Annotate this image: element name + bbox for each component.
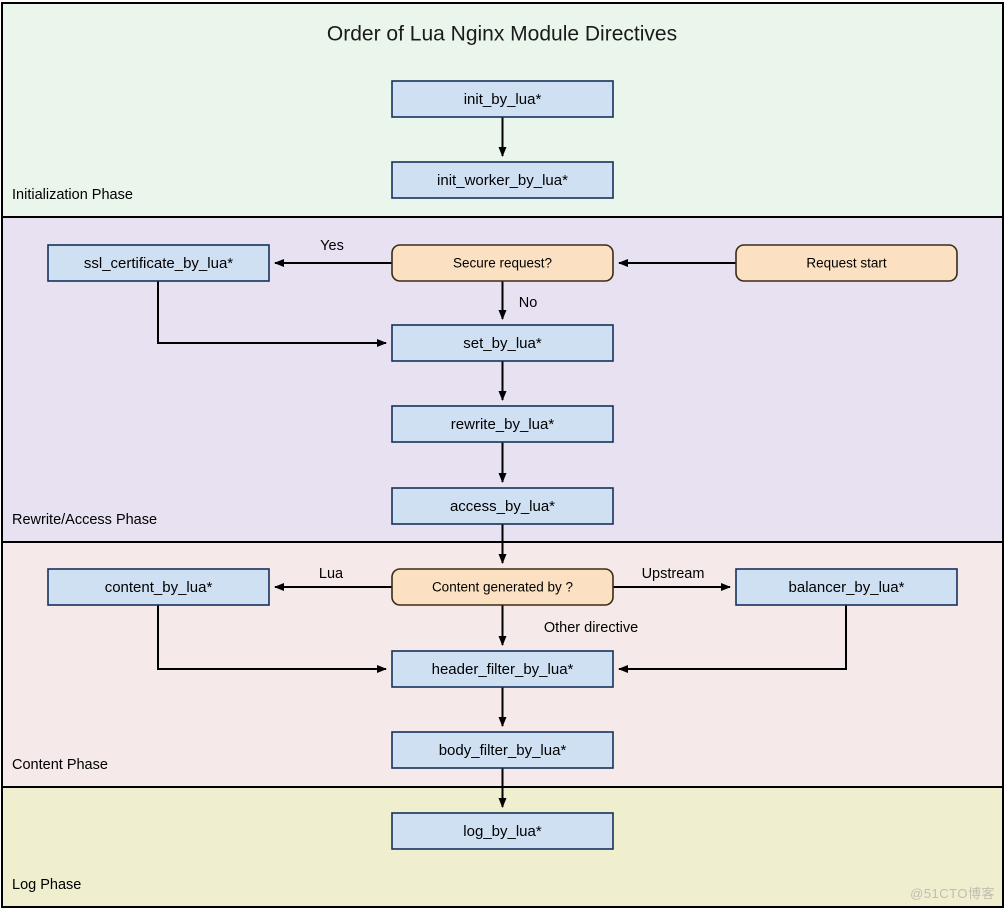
node-header_filter_by_lua[interactable]: header_filter_by_lua* (391, 650, 614, 688)
node-init_by_lua[interactable]: init_by_lua* (391, 80, 614, 118)
node-box-rewrite_by_lua (391, 405, 614, 443)
phase-label-initialization: Initialization Phase (12, 187, 133, 203)
node-box-request_start (735, 244, 958, 282)
watermark-label: @51CTO博客 (910, 886, 995, 901)
node-box-access_by_lua (391, 487, 614, 525)
node-box-set_by_lua (391, 324, 614, 362)
edge-label-content-upstream-to-balancer: Upstream (642, 566, 705, 582)
node-label-content_generated_by: Content generated by ? (432, 580, 573, 595)
node-label-content_by_lua: content_by_lua* (105, 579, 213, 596)
node-label-secure_request: Secure request? (453, 256, 552, 271)
phase-label-log: Log Phase (12, 877, 81, 893)
node-box-content_by_lua (47, 568, 270, 606)
node-label-log_by_lua: log_by_lua* (463, 823, 542, 840)
node-box-balancer_by_lua (735, 568, 958, 606)
edge-label-content-lua-to-contentbylua: Lua (319, 566, 344, 582)
edge-label-secure-yes-to-ssl: Yes (320, 238, 344, 254)
page-title: Order of Lua Nginx Module Directives (327, 23, 677, 46)
node-ssl_certificate_by_lua[interactable]: ssl_certificate_by_lua* (47, 244, 270, 282)
node-label-access_by_lua: access_by_lua* (450, 498, 555, 515)
phase-label-content: Content Phase (12, 757, 108, 773)
edge-label-secure-no-to-set: No (519, 295, 538, 311)
node-box-init_worker_by_lua (391, 161, 614, 199)
node-label-ssl_certificate_by_lua: ssl_certificate_by_lua* (84, 255, 233, 272)
node-box-header_filter_by_lua (391, 650, 614, 688)
edge-balancer-to-headerfilter (618, 605, 847, 673)
node-box-ssl_certificate_by_lua (47, 244, 270, 282)
node-access_by_lua[interactable]: access_by_lua* (391, 487, 614, 525)
node-label-body_filter_by_lua: body_filter_by_lua* (439, 742, 567, 759)
node-body_filter_by_lua[interactable]: body_filter_by_lua* (391, 731, 614, 769)
flow-nodes: init_by_lua* init_worker_by_lua* Request s… (47, 80, 958, 850)
phase-label-rewrite-access: Rewrite/Access Phase (12, 512, 157, 528)
node-label-init_by_lua: init_by_lua* (464, 91, 542, 108)
node-request_start[interactable]: Request start (735, 244, 958, 282)
node-set_by_lua[interactable]: set_by_lua* (391, 324, 614, 362)
node-label-header_filter_by_lua: header_filter_by_lua* (432, 661, 574, 678)
node-log_by_lua[interactable]: log_by_lua* (391, 812, 614, 850)
node-secure_request[interactable]: Secure request? (391, 244, 614, 282)
edge-ssl-to-set (157, 281, 387, 347)
node-balancer_by_lua[interactable]: balancer_by_lua* (735, 568, 958, 606)
node-box-init_by_lua (391, 80, 614, 118)
node-label-balancer_by_lua: balancer_by_lua* (789, 579, 905, 596)
node-label-rewrite_by_lua: rewrite_by_lua* (451, 416, 555, 433)
node-content_generated_by[interactable]: Content generated by ? (391, 568, 614, 606)
edge-contentbylua-to-headerfilter (157, 605, 387, 673)
node-box-log_by_lua (391, 812, 614, 850)
node-box-body_filter_by_lua (391, 731, 614, 769)
node-label-set_by_lua: set_by_lua* (463, 335, 542, 352)
node-box-secure_request (391, 244, 614, 282)
edge-label-content-other-to-headerfilter: Other directive (544, 620, 638, 636)
node-box-content_generated_by (391, 568, 614, 606)
node-label-request_start: Request start (806, 256, 887, 271)
node-label-init_worker_by_lua: init_worker_by_lua* (437, 172, 568, 189)
node-rewrite_by_lua[interactable]: rewrite_by_lua* (391, 405, 614, 443)
node-content_by_lua[interactable]: content_by_lua* (47, 568, 270, 606)
node-init_worker_by_lua[interactable]: init_worker_by_lua* (391, 161, 614, 199)
